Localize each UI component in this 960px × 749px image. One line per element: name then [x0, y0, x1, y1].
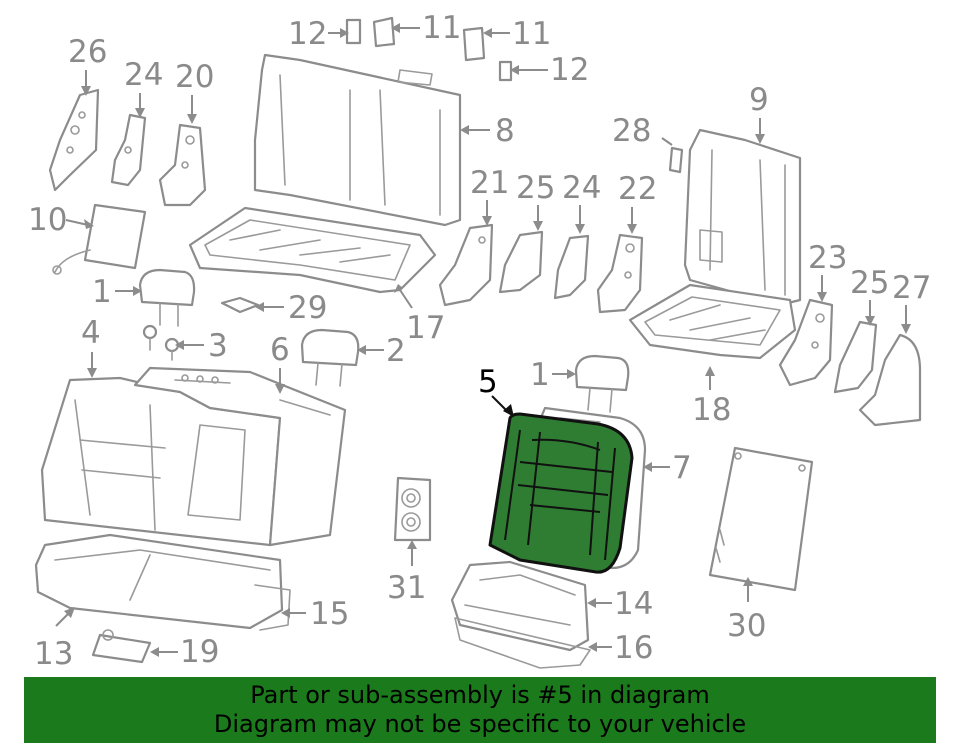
callout-19: 19 [180, 634, 219, 670]
callout-7: 7 [672, 450, 692, 486]
callout-24-left: 24 [124, 57, 163, 93]
callout-18: 18 [692, 392, 731, 428]
callout-8: 8 [495, 113, 515, 149]
callout-5: 5 [478, 364, 498, 400]
part-28 [668, 146, 684, 174]
callout-16: 16 [614, 630, 653, 666]
banner-line-2: Diagram may not be specific to your vehi… [213, 710, 747, 738]
headrest-2 [300, 328, 360, 387]
callout-13: 13 [34, 636, 73, 672]
callout-12-a: 12 [288, 16, 327, 52]
callout-26: 26 [68, 34, 107, 70]
clip-12-b [498, 60, 513, 82]
callouts: 26 24 20 12 11 11 12 8 28 9 10 21 [28, 10, 931, 672]
callout-9: 9 [749, 82, 769, 118]
callout-30: 30 [727, 608, 766, 644]
cover-27 [858, 333, 922, 427]
bracket-25-right [833, 320, 878, 394]
bracket-25-mid [498, 230, 544, 294]
headrest-1-right [574, 354, 630, 413]
callout-25-right: 25 [850, 265, 889, 301]
callout-3: 3 [208, 328, 228, 364]
seatback-cover-6 [133, 366, 347, 547]
seatback-frame-8 [253, 53, 462, 227]
clip-11-a [372, 16, 396, 48]
callout-24-mid: 24 [562, 170, 601, 206]
callout-28: 28 [612, 113, 651, 149]
headrest-1-left [138, 268, 196, 327]
callout-2: 2 [386, 333, 406, 369]
callout-1-left: 1 [92, 274, 112, 310]
panel-30 [708, 446, 814, 592]
callout-6: 6 [270, 332, 290, 368]
seat-cushion-14-16 [450, 560, 591, 669]
callout-11-b: 11 [512, 16, 551, 52]
callout-15: 15 [310, 596, 349, 632]
bracket-22 [596, 233, 644, 314]
callout-25-mid: 25 [516, 170, 555, 206]
callout-29: 29 [288, 290, 327, 326]
bracket-26 [48, 88, 100, 192]
screw-3 [142, 324, 180, 361]
callout-22: 22 [618, 171, 657, 207]
banner-line-1: Part or sub-assembly is #5 in diagram [250, 681, 710, 709]
callout-1-right: 1 [530, 357, 550, 393]
seatback-cover-5-highlighted [488, 412, 634, 574]
seatback-frame-9 [683, 128, 802, 307]
bracket-20 [158, 123, 207, 207]
callout-12-b: 12 [550, 52, 589, 88]
part-31 [393, 476, 432, 542]
callout-14: 14 [614, 586, 653, 622]
callout-27: 27 [892, 270, 931, 306]
callout-20: 20 [175, 59, 214, 95]
callout-17: 17 [406, 310, 445, 346]
bracket-21 [438, 223, 494, 307]
clip-12-a [345, 18, 362, 45]
clip-11-b [462, 26, 486, 62]
bracket-24-mid [553, 234, 590, 300]
bracket-23 [778, 298, 834, 387]
part-19 [91, 629, 152, 664]
callout-21: 21 [470, 165, 509, 201]
callout-11-a: 11 [422, 10, 461, 46]
seat-cushion-13-15 [34, 533, 291, 631]
callout-10: 10 [28, 202, 67, 238]
cushion-frame-17 [188, 206, 437, 294]
panel-10 [52, 203, 147, 275]
callout-31: 31 [387, 570, 426, 606]
cushion-frame-18 [628, 283, 797, 360]
callout-4: 4 [81, 315, 101, 351]
bracket-24-left [110, 113, 147, 187]
callout-23: 23 [808, 240, 847, 276]
part-29 [220, 296, 260, 314]
info-banner: Part or sub-assembly is #5 in diagram Di… [24, 677, 936, 743]
